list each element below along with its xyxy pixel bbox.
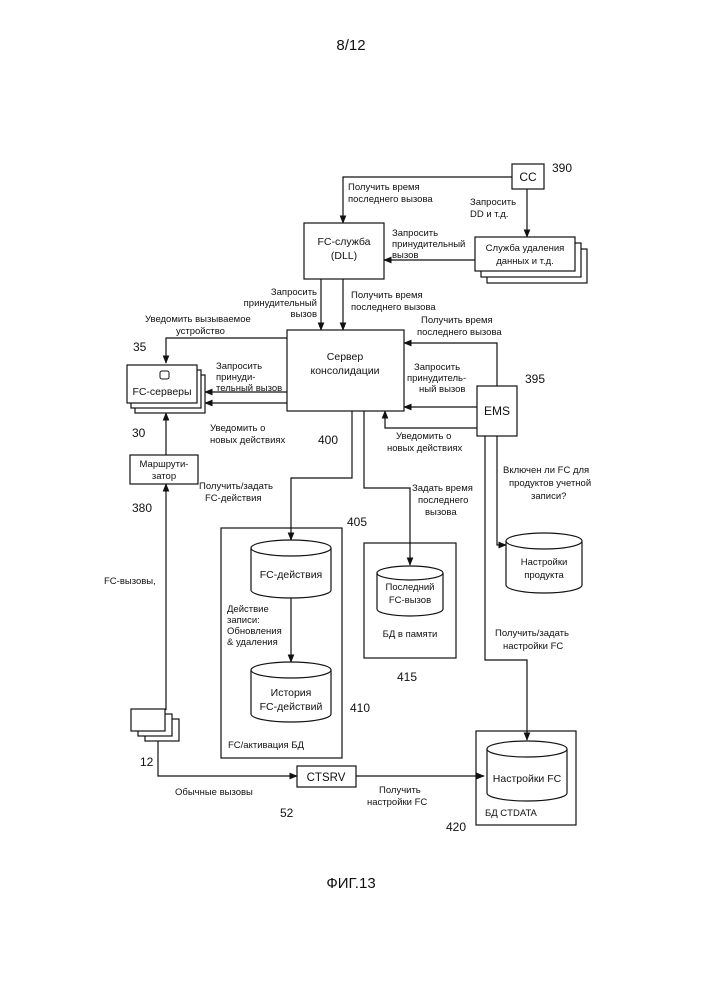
memory-db-ref: 415 <box>397 670 417 684</box>
lbl-fc-enabled-3: записи? <box>531 491 566 502</box>
lbl-srv-fcs-req-1: Запросить <box>216 361 262 372</box>
lbl-fcs-time-2: последнего вызова <box>351 302 436 313</box>
lbl-fcs-req-3: вызов <box>291 309 317 320</box>
fc-settings-label: Настройки FC <box>493 773 562 785</box>
lbl-getset-settings-1: Получить/задать <box>495 628 569 639</box>
fc-settings-db <box>487 741 567 801</box>
lbl-fc-enabled-1: Включен ли FC для <box>503 465 589 476</box>
ctsrv-label: CTSRV <box>307 772 346 784</box>
cc-ref: 390 <box>552 161 572 175</box>
lbl-rem-fc-3: вызов <box>392 250 418 261</box>
memory-db-label: БД в памяти <box>383 629 438 640</box>
fcservers-ref-bottom: 30 <box>132 426 146 440</box>
fc-servers-label: FC-серверы <box>132 386 191 398</box>
fc-service-line1: FC-служба <box>318 236 371 248</box>
product-settings-line1: Настройки <box>521 557 568 568</box>
cc-label: CC <box>519 170 537 184</box>
lbl-getset-actions-2: FC-действия <box>205 493 262 504</box>
fc-history-ref: 410 <box>350 701 370 715</box>
lbl-cc-rem-2: DD и т.д. <box>470 209 508 220</box>
lbl-regular-calls: Обычные вызовы <box>175 787 253 798</box>
lbl-write-1: Действие <box>227 604 269 615</box>
ems-label: EMS <box>484 404 510 418</box>
product-settings-line2: продукта <box>524 570 564 581</box>
lbl-get-settings-1: Получить <box>379 785 421 796</box>
fc-history-line1: История <box>271 687 312 699</box>
lbl-ems-req-3: ный вызов <box>419 384 465 395</box>
clients-ref: 12 <box>140 755 154 769</box>
lbl-srv-fcs-notify-2: новых действиях <box>210 435 286 446</box>
lbl-write-3: Обновления <box>227 626 282 637</box>
server-line2: консолидации <box>310 365 379 377</box>
lbl-srv-fcs-req-2: принуди- <box>216 372 255 383</box>
page-number: 8/12 <box>336 37 365 54</box>
ctsrv-ref: 52 <box>280 806 294 820</box>
lbl-fcs-req-1: Запросить <box>271 287 317 298</box>
lbl-write-4: & удаления <box>227 637 278 648</box>
server-line1: Сервер <box>327 351 364 363</box>
lbl-ems-notify-1: Уведомить о <box>396 431 451 442</box>
lbl-notify-dev-2: устройство <box>176 326 225 337</box>
lbl-ems-time-2: последнего вызова <box>417 327 502 338</box>
lbl-rem-fc-2: принудительный <box>392 239 465 250</box>
fcservers-ref-top: 35 <box>133 340 147 354</box>
figure-caption: ФИГ.13 <box>326 875 375 892</box>
last-fc-line2: FC-вызов <box>389 595 431 606</box>
fc-activation-db-label: FC/активация БД <box>228 740 304 751</box>
lbl-getset-actions-1: Получить/задать <box>199 481 273 492</box>
edge-ems-to-product-settings <box>497 436 506 545</box>
lbl-fcs-time-1: Получить время <box>351 290 423 301</box>
lbl-rem-fc-1: Запросить <box>392 228 438 239</box>
lbl-set-time-1: Задать время <box>412 483 473 494</box>
edge-notify-called-device <box>166 338 287 363</box>
last-fc-line1: Последний <box>386 582 435 593</box>
fc-actions-label: FC-действия <box>260 569 323 581</box>
lbl-ems-time-1: Получить время <box>421 315 493 326</box>
ems-ref: 395 <box>525 372 545 386</box>
lbl-fc-calls: FC-вызовы, <box>104 576 156 587</box>
edge-server-to-fc-actions <box>291 411 352 540</box>
lbl-cc-fc-2: последнего вызова <box>348 194 433 205</box>
lbl-cc-rem-1: Запросить <box>470 197 516 208</box>
lbl-ems-req-2: принудитель- <box>407 373 466 384</box>
lbl-set-time-2: последнего <box>418 495 468 506</box>
lbl-cc-fc-1: Получить время <box>348 182 420 193</box>
removal-line2: данных и т.д. <box>496 256 554 267</box>
ctdata-ref: 420 <box>446 820 466 834</box>
lbl-fcs-req-2: принудительный <box>244 298 317 309</box>
lbl-getset-settings-2: настройки FC <box>503 641 563 652</box>
lbl-srv-fcs-notify-1: Уведомить о <box>210 423 265 434</box>
server-ref: 400 <box>318 433 338 447</box>
lbl-fc-enabled-2: продуктов учетной <box>509 478 591 489</box>
lbl-ems-req-1: Запросить <box>414 362 460 373</box>
fc-service-line2: (DLL) <box>331 250 357 262</box>
ctdata-label: БД CTDATA <box>485 808 538 819</box>
lbl-set-time-3: вызова <box>425 507 457 518</box>
lbl-write-2: записи: <box>227 615 260 626</box>
lbl-notify-dev-1: Уведомить вызываемое <box>145 314 251 325</box>
lbl-get-settings-2: настройки FC <box>367 797 427 808</box>
router-line2: затор <box>152 471 176 482</box>
fc-actions-ref: 405 <box>347 515 367 529</box>
fc-history-line2: FC-действий <box>260 701 323 713</box>
router-line1: Маршрути- <box>140 459 189 470</box>
router-ref: 380 <box>132 501 152 515</box>
removal-line1: Служба удаления <box>486 243 565 254</box>
lbl-srv-fcs-req-3: тельный вызов <box>216 383 282 394</box>
clients-box <box>131 709 165 731</box>
lbl-ems-notify-2: новых действиях <box>387 443 463 454</box>
fc-server-icon <box>160 371 169 379</box>
